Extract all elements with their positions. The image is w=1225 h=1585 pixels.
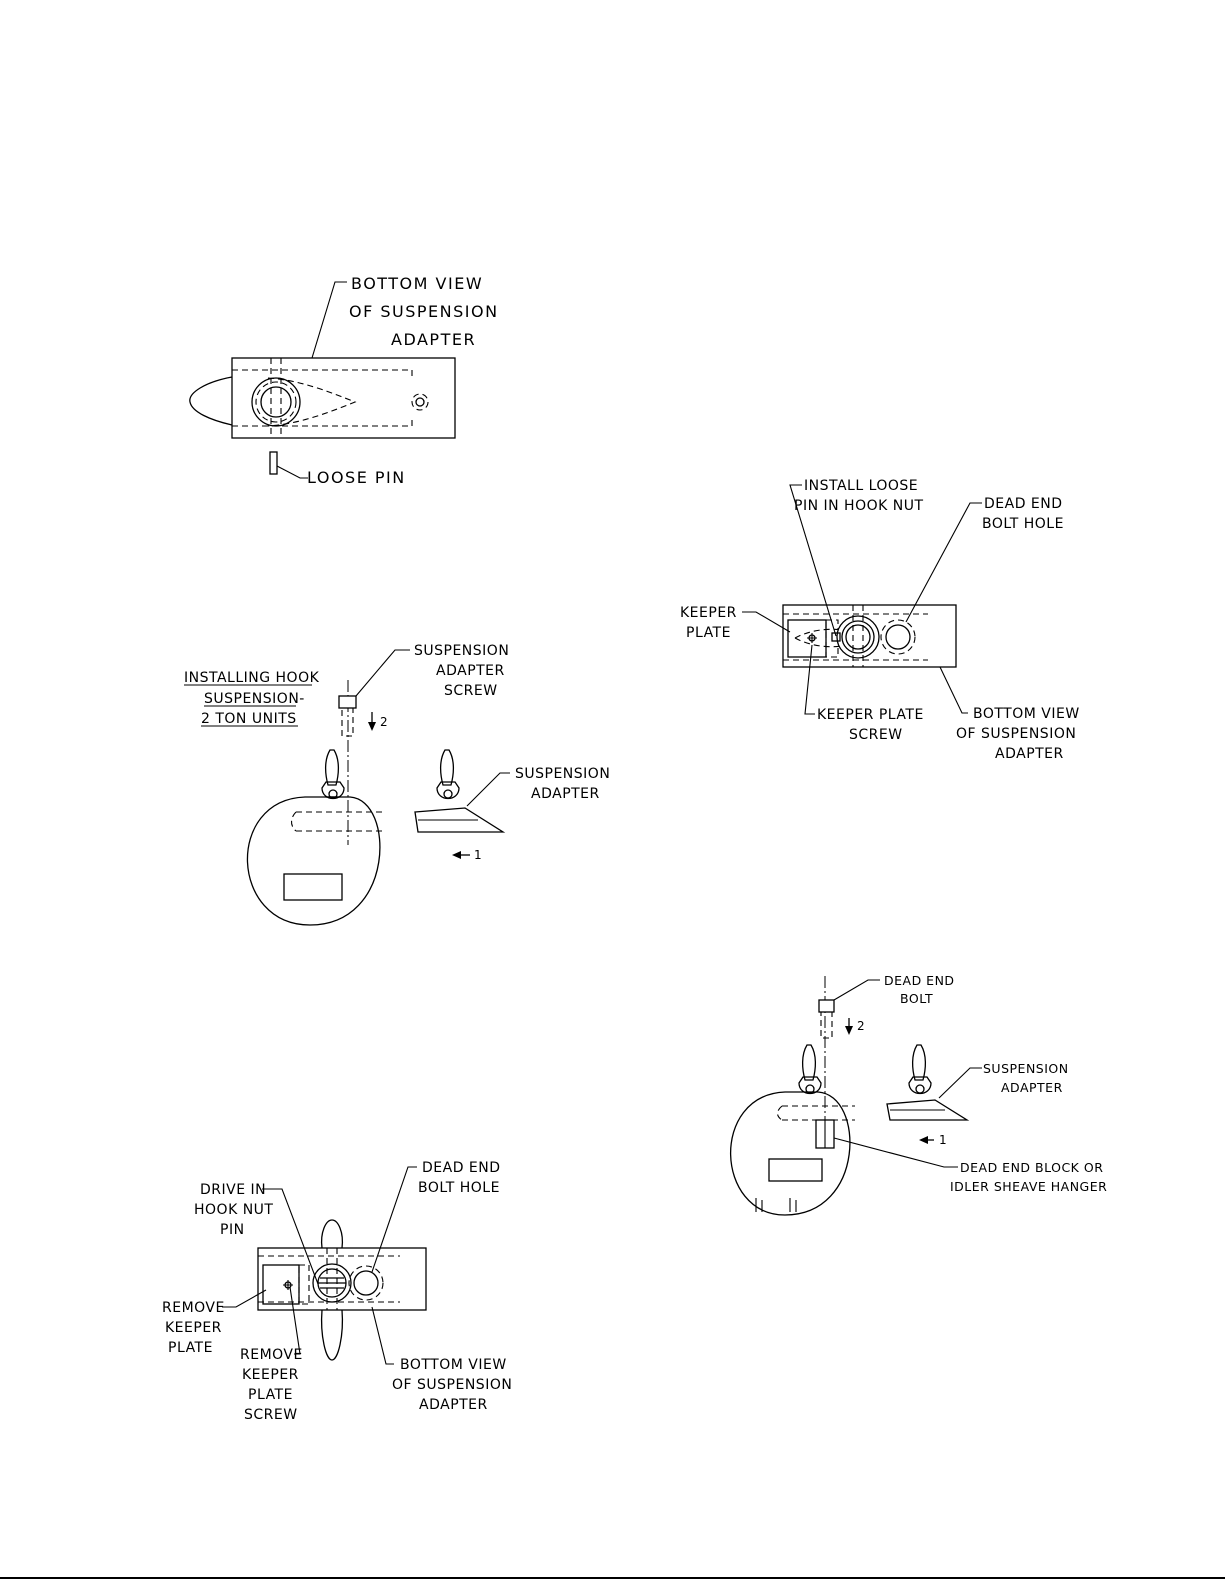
fig2-screw-label-line1: SUSPENSION [414,643,509,659]
fig1-title-line1: BOTTOM VIEW [351,274,483,293]
fig3-screw-label-line3: PLATE [248,1387,293,1403]
fig3-bottom-label-line3: ADAPTER [419,1397,488,1413]
fig3-plate-label-line3: PLATE [168,1340,213,1356]
suspension-adapter-keeper-removed-drawing [257,1219,427,1361]
fig4-bottom-label-line1: BOTTOM VIEW [973,706,1080,722]
fig4-keeper-screw-label-line1: KEEPER PLATE [817,707,924,723]
suspension-adapter-side-drawing [414,749,506,833]
hoist-body-drawing [246,680,385,926]
fig3-plate-label-line2: KEEPER [165,1320,222,1336]
fig3-drive-label-line2: HOOK NUT [194,1202,273,1218]
step-2-arrow: 2 [845,1018,865,1035]
fig5-step-1-number: 1 [939,1133,947,1147]
fig2-heading-line1: INSTALLING HOOK [184,670,320,686]
step-2-arrow: 2 [368,712,388,731]
fig2-screw-label-line3: SCREW [444,683,498,699]
hoist-with-dead-end-block-drawing [730,976,855,1216]
fig2-screw-label-line2: ADAPTER [436,663,505,679]
fig3-drive-label-line3: PIN [220,1222,245,1238]
fig3-bottom-label-line1: BOTTOM VIEW [400,1357,507,1373]
fig4-install-label-line1: INSTALL LOOSE [804,478,918,494]
fig2-adapter-label-line2: ADAPTER [531,786,600,802]
fig5-bolt-label-line2: BOLT [900,991,933,1006]
step-1-arrow: 1 [452,848,482,862]
suspension-adapter-side-drawing-2 [886,1044,970,1121]
fig4-hole-label-line2: BOLT HOLE [982,516,1064,532]
fig4-keeper-label-line1: KEEPER [680,605,737,621]
fig2-step-2-number: 2 [380,715,388,729]
fig3-drive-label-line1: DRIVE IN [200,1182,266,1198]
fig3-bottom-label-line2: OF SUSPENSION [392,1377,512,1393]
figure-dead-end-bolt: 2 1 DEAD END BOLT SUSPENSION ADAPTER DEA… [730,973,1107,1216]
fig5-block-label-line2: IDLER SHEAVE HANGER [950,1179,1107,1194]
fig2-heading-line3: 2 TON UNITS [201,711,297,727]
fig5-bolt-label-line1: DEAD END [884,973,955,988]
fig3-screw-label-line4: SCREW [244,1407,298,1423]
figure-installing-hook-suspension: INSTALLING HOOK SUSPENSION- 2 TON UNITS [184,643,610,926]
fig5-adapter-label-line1: SUSPENSION [983,1061,1069,1076]
fig2-adapter-label-line1: SUSPENSION [515,766,610,782]
figure-drive-in-hook-nut-pin: DRIVE IN HOOK NUT PIN DEAD END BOLT HOLE… [162,1160,512,1423]
fig3-hole-label-line1: DEAD END [422,1160,501,1176]
fig4-bottom-label-line2: OF SUSPENSION [956,726,1076,742]
fig1-title-line3: ADAPTER [391,330,476,349]
dead-end-bolt-drawing [818,999,835,1039]
step-1-arrow: 1 [919,1133,947,1147]
fig4-hole-label-line1: DEAD END [984,496,1063,512]
fig3-screw-label-line1: REMOVE [240,1347,303,1363]
fig1-loose-pin-label: LOOSE PIN [307,468,406,487]
suspension-adapter-screw-drawing [338,695,357,737]
fig2-heading-line2: SUSPENSION- [204,691,305,707]
fig2-step-1-number: 1 [474,848,482,862]
fig5-block-label-line1: DEAD END BLOCK OR [960,1160,1103,1175]
fig3-plate-label-line1: REMOVE [162,1300,225,1316]
fig3-screw-label-line2: KEEPER [242,1367,299,1383]
figure-install-loose-pin: INSTALL LOOSE PIN IN HOOK NUT DEAD END B… [680,478,1080,762]
fig5-adapter-label-line2: ADAPTER [1001,1080,1063,1095]
fig4-bottom-label-line3: ADAPTER [995,746,1064,762]
suspension-adapter-with-keeper-drawing [782,604,957,668]
fig5-step-2-number: 2 [857,1019,865,1033]
fig3-hole-label-line2: BOLT HOLE [418,1180,500,1196]
fig4-keeper-screw-label-line2: SCREW [849,727,903,743]
suspension-adapter-bottom-view-drawing [189,357,456,475]
fig4-install-label-line2: PIN IN HOOK NUT [794,498,924,514]
figure-bottom-view-loose-pin: BOTTOM VIEW OF SUSPENSION ADAPTER LOOSE … [189,274,499,487]
fig1-title-line2: OF SUSPENSION [349,302,499,321]
fig4-keeper-label-line2: PLATE [686,625,731,641]
